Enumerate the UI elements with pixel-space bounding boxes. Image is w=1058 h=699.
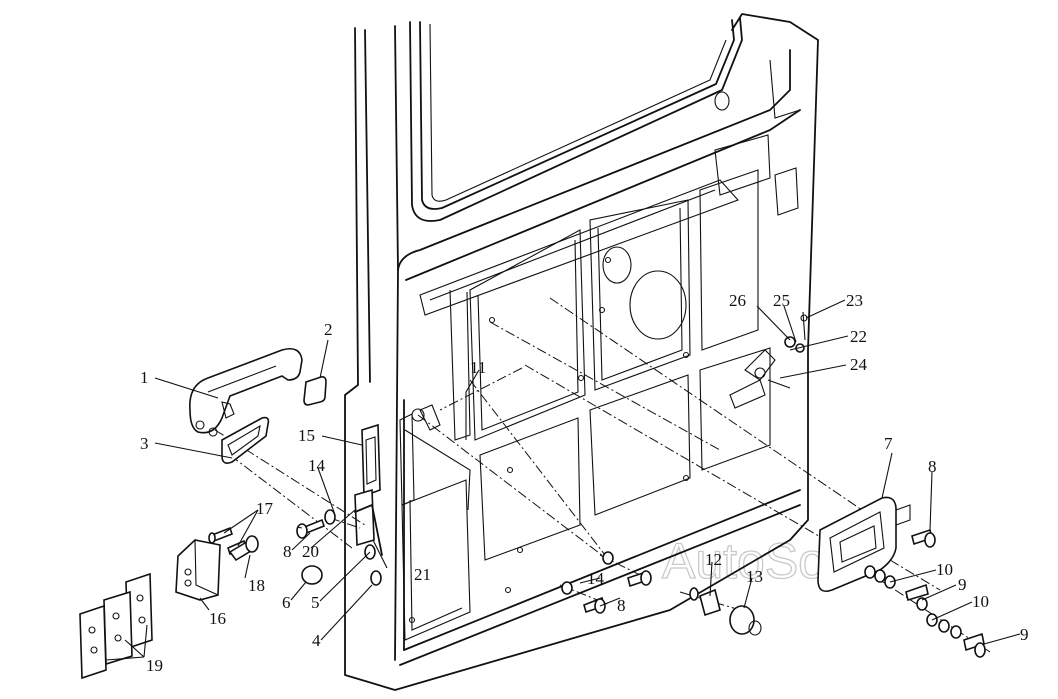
striker-bracket-part-16 xyxy=(175,539,221,601)
washer-part-14 xyxy=(324,509,614,595)
label-15: 15 xyxy=(298,426,315,445)
bolt-part-8 xyxy=(296,518,936,614)
label-7: 7 xyxy=(884,434,893,453)
label-2: 2 xyxy=(324,320,333,339)
label-26: 26 xyxy=(729,291,746,310)
label-24: 24 xyxy=(850,355,868,374)
shims-part-19 xyxy=(79,572,153,680)
bushing-part-12 xyxy=(689,587,721,617)
screws-washers-part-9-10 xyxy=(864,565,986,658)
label-18: 18 xyxy=(248,576,265,595)
rods-part-20-21 xyxy=(354,504,383,556)
label-21: 21 xyxy=(414,565,431,584)
outside-handle-part-1 xyxy=(189,347,303,437)
label-19: 19 xyxy=(146,656,163,675)
escutcheon-part-2 xyxy=(303,376,327,406)
label-8-left: 8 xyxy=(283,542,292,561)
stud-part-18 xyxy=(228,535,259,562)
label-10-upper: 10 xyxy=(936,560,953,579)
label-9-upper: 9 xyxy=(958,575,967,594)
label-14-left: 14 xyxy=(308,456,326,475)
cap-part-6 xyxy=(301,565,323,585)
callout-labels: 1 2 3 4 5 6 7 8 8 8 9 9 10 10 11 12 13 1… xyxy=(140,291,1029,675)
label-8-right: 8 xyxy=(928,457,937,476)
label-8-bottom: 8 xyxy=(617,596,626,615)
label-1: 1 xyxy=(140,368,149,387)
label-10-lower: 10 xyxy=(972,592,989,611)
label-3: 3 xyxy=(140,434,149,453)
label-16: 16 xyxy=(209,609,226,628)
label-22: 22 xyxy=(850,327,867,346)
inside-handle-part-7 xyxy=(817,496,911,593)
label-13: 13 xyxy=(746,567,763,586)
label-4: 4 xyxy=(312,631,321,650)
label-6: 6 xyxy=(282,593,291,612)
door-panel xyxy=(344,13,819,691)
label-20: 20 xyxy=(302,542,319,561)
label-17: 17 xyxy=(256,499,274,518)
leader-lines xyxy=(105,299,1021,661)
label-11: 11 xyxy=(470,358,486,377)
knob-part-13 xyxy=(729,605,762,636)
label-12: 12 xyxy=(705,550,722,569)
label-14-bottom: 14 xyxy=(587,569,605,588)
label-23: 23 xyxy=(846,291,863,310)
label-9-lower: 9 xyxy=(1020,625,1029,644)
label-5: 5 xyxy=(311,593,320,612)
label-25: 25 xyxy=(773,291,790,310)
gasket-part-3 xyxy=(221,416,270,464)
